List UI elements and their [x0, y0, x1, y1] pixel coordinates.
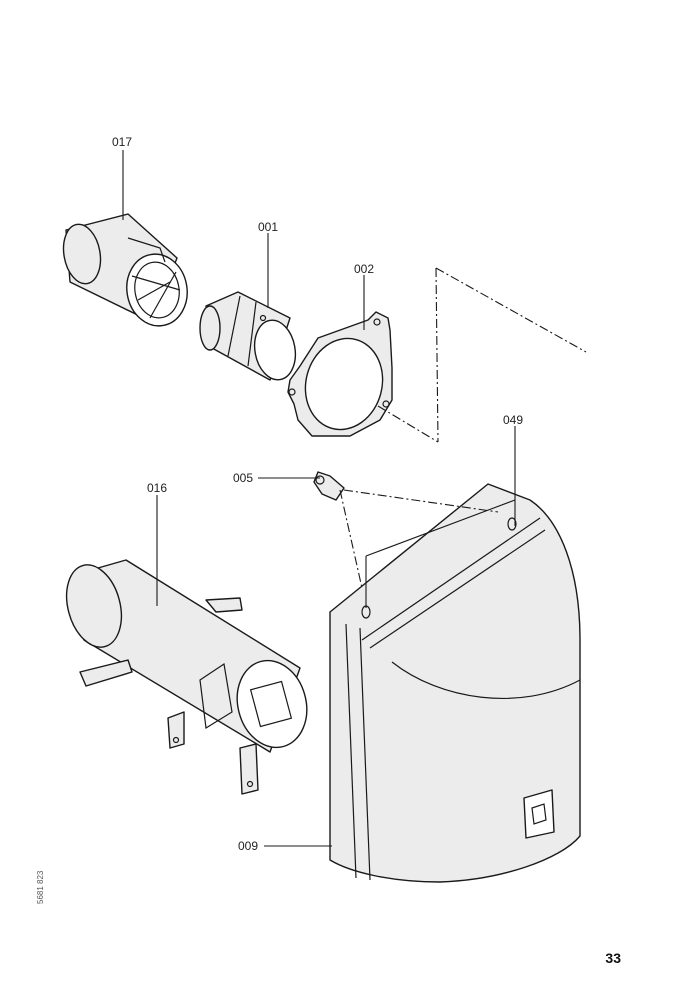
part-001-nozzle [199, 291, 297, 381]
part-002-gasket [287, 311, 393, 437]
part-016-burner-tube [65, 559, 308, 795]
label-009: 009 [238, 839, 258, 853]
leader-lines [122, 150, 516, 847]
label-002: 002 [354, 262, 374, 276]
part-017-sleeve [62, 213, 188, 327]
label-016: 016 [147, 481, 167, 495]
page-number: 33 [605, 950, 621, 966]
document-code: 5681 823 [36, 870, 45, 904]
label-005: 005 [233, 471, 253, 485]
assembly-reference-lines [339, 267, 587, 589]
label-049: 049 [503, 413, 523, 427]
label-017: 017 [112, 135, 132, 149]
part-009-casing [329, 483, 581, 883]
label-001: 001 [258, 220, 278, 234]
part-005-screw [313, 471, 345, 501]
